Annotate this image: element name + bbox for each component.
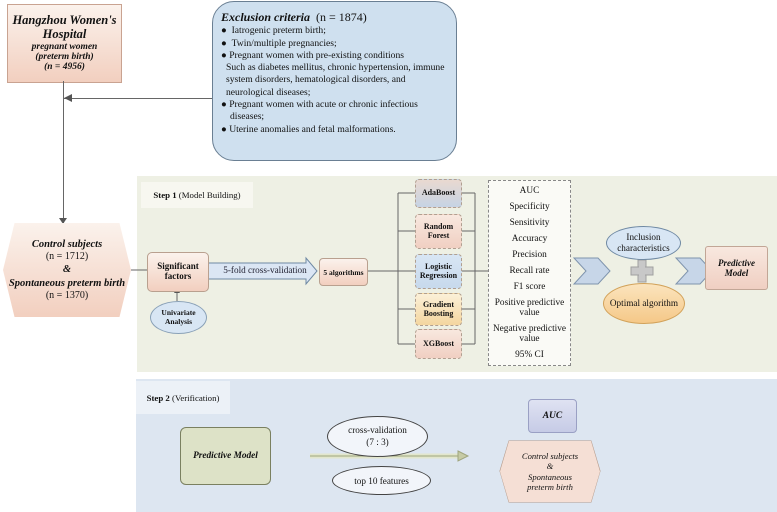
verification-arrowhead (457, 450, 470, 462)
metric-item: Specificity (509, 201, 550, 212)
metric-item: 95% CI (515, 349, 544, 360)
step1-subtitle: (Model Building) (178, 190, 241, 200)
hospital-count: (n = 4956) (44, 62, 85, 73)
inclusion-characteristics-ellipse: Inclusion characteristics (606, 226, 681, 260)
exclusion-connector (64, 98, 212, 99)
exclusion-header: Exclusion criteria (n = 1874) (221, 11, 450, 23)
exclusion-item: ● Uterine anomalies and fetal malformati… (221, 123, 396, 135)
algorithm-xgboost: XGBoost (415, 329, 462, 359)
control-hexagon: Control subjects (n = 1712) & Spontaneou… (3, 223, 131, 317)
cv-label: 5-fold cross-validation (223, 265, 307, 275)
cross-validation-ellipse: cross-validation (7 : 3) (327, 416, 428, 457)
metric-item: F1 score (513, 281, 546, 292)
significant-factors-box: Significant factors (147, 252, 209, 292)
exclusion-item: ● Iatrogenic preterm birth; (221, 25, 326, 37)
auc-box: AUC (528, 399, 577, 433)
univariate-analysis-ellipse: Univariate Analysis (150, 301, 207, 334)
algorithm-random-forest: Random Forest (415, 214, 462, 249)
hospital-line2: (preterm birth) (35, 52, 94, 63)
control2-ampersand: & (546, 461, 554, 472)
control2-sptb: Spontaneous preterm birth (527, 471, 573, 492)
hospital-name: Hangzhou Women's Hospital (12, 13, 117, 41)
cv-arrow-shape (207, 256, 318, 286)
hospital-line1: pregnant women (31, 41, 98, 52)
metric-item: AUC (519, 185, 540, 196)
step2-title: Step 2 (146, 392, 170, 403)
exclusion-count: (n = 1874) (316, 10, 367, 24)
metric-item: Accuracy (511, 233, 548, 244)
exclusion-item: ● Pregnant women with acute or chronic i… (221, 99, 418, 123)
algorithm-adaboost: AdaBoost (415, 179, 462, 208)
down-arrowhead (59, 218, 67, 224)
algorithm-gradient-boosting: Gradient Boosting (415, 293, 462, 326)
step1-title: Step 1 (153, 190, 177, 200)
sptb-label: Spontaneous preterm birth (8, 277, 126, 289)
predictive-model-box: Predictive Model (705, 246, 768, 290)
sptb-count: (n = 1370) (45, 289, 89, 301)
cv2-line2: (7 : 3) (366, 436, 389, 447)
hospital-box: Hangzhou Women's Hospital pregnant women… (7, 4, 122, 83)
metric-item: Recall rate (509, 265, 550, 276)
exclusion-item: ● Pregnant women with pre-existing condi… (221, 49, 404, 61)
step2-subtitle: (Verification) (172, 392, 220, 403)
ampersand: & (62, 264, 72, 276)
cv2-line1: cross-validation (348, 424, 407, 435)
control-count: (n = 1712) (45, 250, 89, 262)
metric-item: Negative predictive value (492, 323, 567, 344)
metrics-box: AUC Specificity Sensitivity Accuracy Pre… (488, 180, 571, 366)
verification-control-hexagon: Control subjects & Spontaneous preterm b… (500, 441, 600, 502)
flow-arrows (59, 94, 72, 224)
exclusion-item: ● Twin/multiple pregnancies; (221, 37, 337, 49)
exclusion-arrowhead (64, 94, 72, 102)
algorithm-logistic-regression: Logistic Regression (415, 254, 462, 289)
control-label: Control subjects (31, 238, 103, 250)
main-flow-line (63, 81, 64, 225)
control2-label: Control subjects (521, 450, 579, 461)
chevron-right-icon (572, 257, 611, 285)
metric-item: Precision (512, 249, 547, 260)
top-features-ellipse: top 10 features (332, 466, 431, 495)
chevron-right-icon (674, 257, 713, 285)
step2-label: Step 2 (Verification) (136, 381, 230, 414)
exclusion-criteria-box: Exclusion criteria (n = 1874) ● Iatrogen… (212, 1, 457, 161)
exclusion-conditions-detail: Such as diabetes mellitus, chronic hyper… (226, 62, 445, 98)
plus-icon (630, 259, 654, 283)
exclusion-title: Exclusion criteria (221, 10, 311, 24)
optimal-algorithm-ellipse: Optimal algorithm (603, 283, 685, 324)
metric-item: Sensitivity (509, 217, 550, 228)
verification-predictive-model-box: Predictive Model (180, 427, 271, 485)
metric-item: Positive predictive value (494, 297, 565, 318)
algorithms-count-box: 5 algorithms (319, 258, 368, 286)
step1-label: Step 1 (Model Building) (141, 182, 253, 208)
